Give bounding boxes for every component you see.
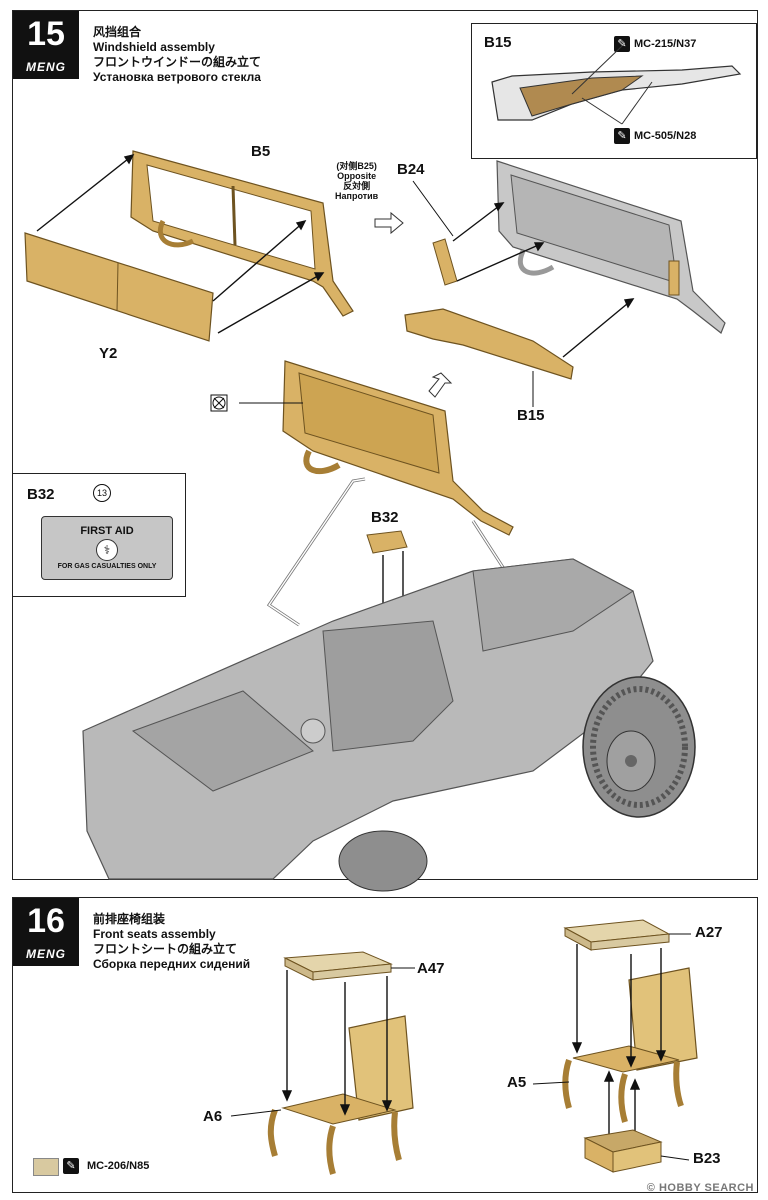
decal-line-1: FIRST AID xyxy=(80,525,134,537)
step-16-badge: 16 MENG xyxy=(13,898,79,966)
part-b24-label: B24 xyxy=(397,161,425,178)
part-y2-label: Y2 xyxy=(99,345,118,362)
title-en: Front seats assembly xyxy=(93,927,216,941)
title-cn: 风挡组合 xyxy=(93,25,142,39)
paint-code: MC-206/N85 xyxy=(87,1160,150,1172)
title-en: Windshield assembly xyxy=(93,40,215,54)
step-16-number: 16 xyxy=(27,902,65,940)
part-a47-label: A47 xyxy=(417,960,445,977)
step-15-number: 15 xyxy=(27,15,65,53)
meng-logo: MENG xyxy=(26,60,66,74)
watermark: © HOBBY SEARCH xyxy=(646,1182,754,1194)
part-b23-label: B23 xyxy=(693,1150,721,1167)
inset-b32: B32 13 FIRST AID ⚕ FOR GAS CASUALTIES ON… xyxy=(13,473,186,597)
inset-b32-label: B32 xyxy=(27,486,55,503)
paint-code-1: MC-215/N37 xyxy=(634,38,697,50)
title-jp: フロントシートの組み立て xyxy=(93,942,238,956)
part-a27-label: A27 xyxy=(695,924,723,941)
caduceus-icon: ⚕ xyxy=(96,539,118,561)
step-15-title: 风挡组合 Windshield assembly フロントウインドーの組み立て … xyxy=(93,25,261,85)
part-b32-label: B32 xyxy=(371,509,399,526)
decal-number: 13 xyxy=(93,484,111,502)
part-a5-label: A5 xyxy=(507,1074,527,1091)
meng-logo: MENG xyxy=(26,947,66,961)
part-b5-label: B5 xyxy=(251,143,271,160)
part-b15-label: B15 xyxy=(517,407,545,424)
brush-icon: ✎ xyxy=(614,36,630,52)
brush-icon: ✎ xyxy=(614,128,630,144)
paint-swatch xyxy=(33,1158,59,1176)
windshield-diagram xyxy=(24,150,726,892)
paint-code-2: MC-505/N28 xyxy=(634,130,697,142)
title-jp: フロントウインドーの組み立て xyxy=(93,55,262,69)
title-ru: Сборка передних сидений xyxy=(93,957,251,971)
step-15-badge: 15 MENG xyxy=(13,11,79,79)
seats-diagram xyxy=(230,919,698,1175)
inset-b15-label: B15 xyxy=(484,34,512,51)
inset-b15: B15 ✎ MC-215/N37 ✎ MC-505/N28 xyxy=(471,23,757,159)
first-aid-decal: FIRST AID ⚕ FOR GAS CASUALTIES ONLY xyxy=(41,516,173,580)
step-15-panel: 15 MENG 风挡组合 Windshield assembly フロントウイン… xyxy=(12,10,758,892)
title-cn: 前排座椅组装 xyxy=(93,912,166,926)
b15-rifle-drawing xyxy=(491,45,742,125)
opposite-note: (对侧B25) Opposite 反対側 Напротив xyxy=(335,161,379,201)
part-a6-label: A6 xyxy=(203,1108,223,1125)
decal-line-2: FOR GAS CASUALTIES ONLY xyxy=(57,563,157,570)
brush-icon: ✎ xyxy=(63,1158,79,1174)
step-16-title: 前排座椅组装 Front seats assembly フロントシートの組み立て… xyxy=(93,912,250,972)
title-ru: Установка ветрового стекла xyxy=(93,70,261,84)
step-16-panel: 16 MENG 前排座椅组装 Front seats assembly フロント… xyxy=(12,897,758,1193)
